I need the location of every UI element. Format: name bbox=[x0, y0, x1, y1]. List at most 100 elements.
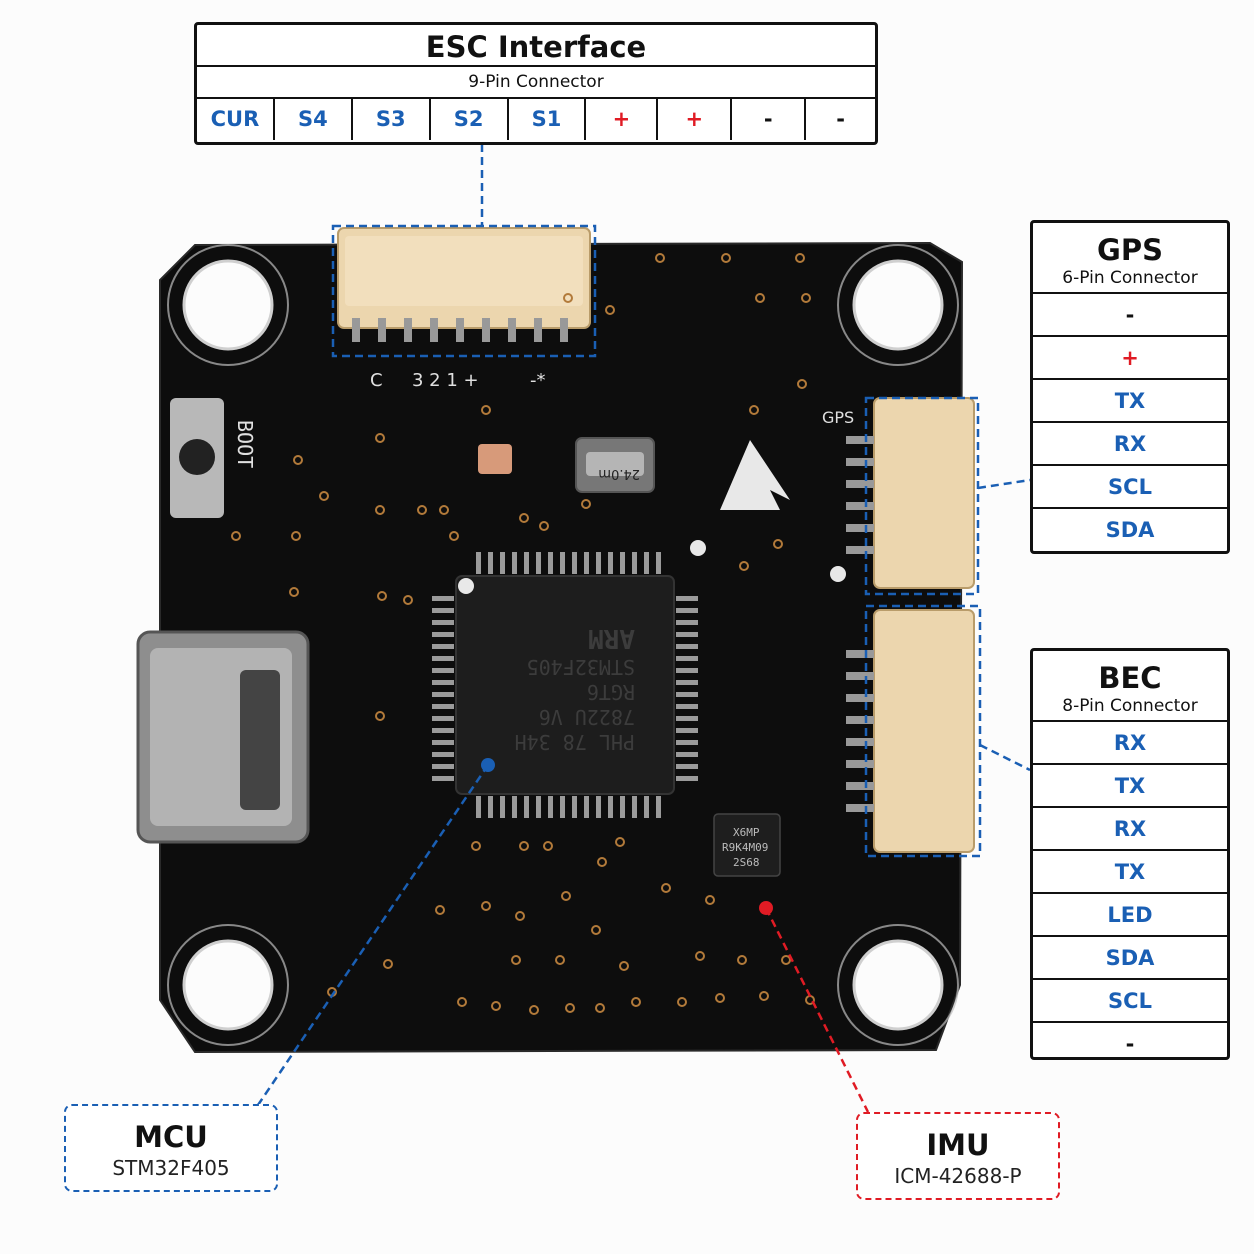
esc-pin-label: - bbox=[836, 107, 845, 131]
esc-pin-label: S4 bbox=[275, 99, 353, 140]
mcu-pin bbox=[432, 752, 454, 757]
via bbox=[403, 595, 413, 605]
via bbox=[615, 837, 625, 847]
mcu-pin bbox=[432, 644, 454, 649]
via bbox=[655, 253, 665, 263]
mcu-pin bbox=[572, 552, 577, 574]
via bbox=[677, 997, 687, 1007]
boot-button bbox=[170, 398, 224, 518]
mcu-pin bbox=[676, 716, 698, 721]
via bbox=[631, 997, 641, 1007]
via bbox=[591, 925, 601, 935]
gps-connector-pin bbox=[846, 546, 874, 554]
via bbox=[721, 253, 731, 263]
mcu-pin bbox=[632, 552, 637, 574]
mcu-pin bbox=[512, 796, 517, 818]
via bbox=[795, 253, 805, 263]
gps-connector-pin bbox=[846, 458, 874, 466]
via bbox=[471, 841, 481, 851]
mcu-pin bbox=[432, 620, 454, 625]
esc-pin-label: + bbox=[658, 99, 733, 140]
mcu-pin bbox=[584, 796, 589, 818]
mcu-pin bbox=[560, 552, 565, 574]
via bbox=[383, 959, 393, 969]
mcu-pin bbox=[432, 632, 454, 637]
usb-c-port bbox=[136, 630, 310, 844]
mcu-pin bbox=[644, 552, 649, 574]
via bbox=[749, 405, 759, 415]
via bbox=[581, 499, 591, 509]
esc-connector-pin bbox=[456, 318, 464, 342]
bec-leader bbox=[979, 743, 1031, 772]
mcu-pin bbox=[476, 796, 481, 818]
esc-title: ESC Interface bbox=[425, 30, 647, 64]
imu-leader-dot bbox=[759, 901, 773, 915]
mcu-pin bbox=[632, 796, 637, 818]
esc-connector-pin bbox=[482, 318, 490, 342]
mcu-pin bbox=[676, 752, 698, 757]
imu-line: X6MP bbox=[733, 826, 760, 839]
via bbox=[565, 1003, 575, 1013]
esc-connector-pin bbox=[352, 318, 360, 342]
mcu-pin bbox=[524, 796, 529, 818]
bec-pin-label: SDA bbox=[1033, 937, 1227, 980]
gps-leader bbox=[977, 478, 1031, 490]
esc-connector-pin bbox=[534, 318, 542, 342]
gps-pin-label: - bbox=[1033, 294, 1227, 337]
via bbox=[797, 379, 807, 389]
mcu-leader-dot bbox=[481, 758, 495, 772]
mcu-pin bbox=[432, 656, 454, 661]
logo bbox=[720, 440, 790, 510]
via bbox=[539, 521, 549, 531]
esc-pin-label: S2 bbox=[431, 99, 509, 140]
via bbox=[737, 955, 747, 965]
mcu-chip bbox=[455, 575, 675, 795]
gps-connector-pin bbox=[846, 502, 874, 510]
mcu-callout: MCU STM32F405 bbox=[64, 1104, 278, 1192]
via bbox=[491, 1001, 501, 1011]
esc-subtitle: 9-Pin Connector bbox=[197, 65, 875, 99]
esc-pin-label: - bbox=[732, 99, 807, 140]
esc-silk-numbers: 3 2 1 + bbox=[412, 370, 479, 391]
mcu-pin bbox=[432, 776, 454, 781]
mcu-pin bbox=[620, 552, 625, 574]
via bbox=[435, 905, 445, 915]
mcu-pin bbox=[524, 552, 529, 574]
esc-connector-pin bbox=[404, 318, 412, 342]
mcu-pin bbox=[656, 552, 661, 574]
via bbox=[555, 955, 565, 965]
mcu-pin bbox=[676, 740, 698, 745]
mcu-pin bbox=[676, 692, 698, 697]
gps-title: GPS bbox=[1097, 233, 1163, 267]
bec-connector-pin bbox=[846, 782, 874, 790]
mcu-pin bbox=[644, 796, 649, 818]
gps-pin-label: TX bbox=[1033, 380, 1227, 423]
bec-pin-label: LED bbox=[1033, 894, 1227, 937]
mcu-pin bbox=[676, 704, 698, 709]
imu-line: R9K4M09 bbox=[722, 841, 768, 854]
via bbox=[417, 505, 427, 515]
mcu-pin bbox=[676, 764, 698, 769]
via bbox=[289, 587, 299, 597]
via bbox=[515, 911, 525, 921]
mcu-pin bbox=[676, 728, 698, 733]
via bbox=[481, 405, 491, 415]
mcu-pin bbox=[432, 692, 454, 697]
mounting-holes bbox=[182, 259, 944, 1031]
gps-pin-label: RX bbox=[1033, 423, 1227, 466]
via bbox=[605, 305, 615, 315]
via bbox=[619, 961, 629, 971]
bec-pin-label: TX bbox=[1033, 765, 1227, 808]
mcu-pin bbox=[676, 644, 698, 649]
mcu-pin bbox=[476, 552, 481, 574]
bec-connector-pin bbox=[846, 804, 874, 812]
crystal-marking: 24.0m bbox=[598, 466, 640, 481]
imu-chip bbox=[713, 813, 781, 877]
esc-silk-end: -* bbox=[530, 370, 546, 391]
mcu-pin bbox=[500, 796, 505, 818]
mcu-pin bbox=[432, 596, 454, 601]
